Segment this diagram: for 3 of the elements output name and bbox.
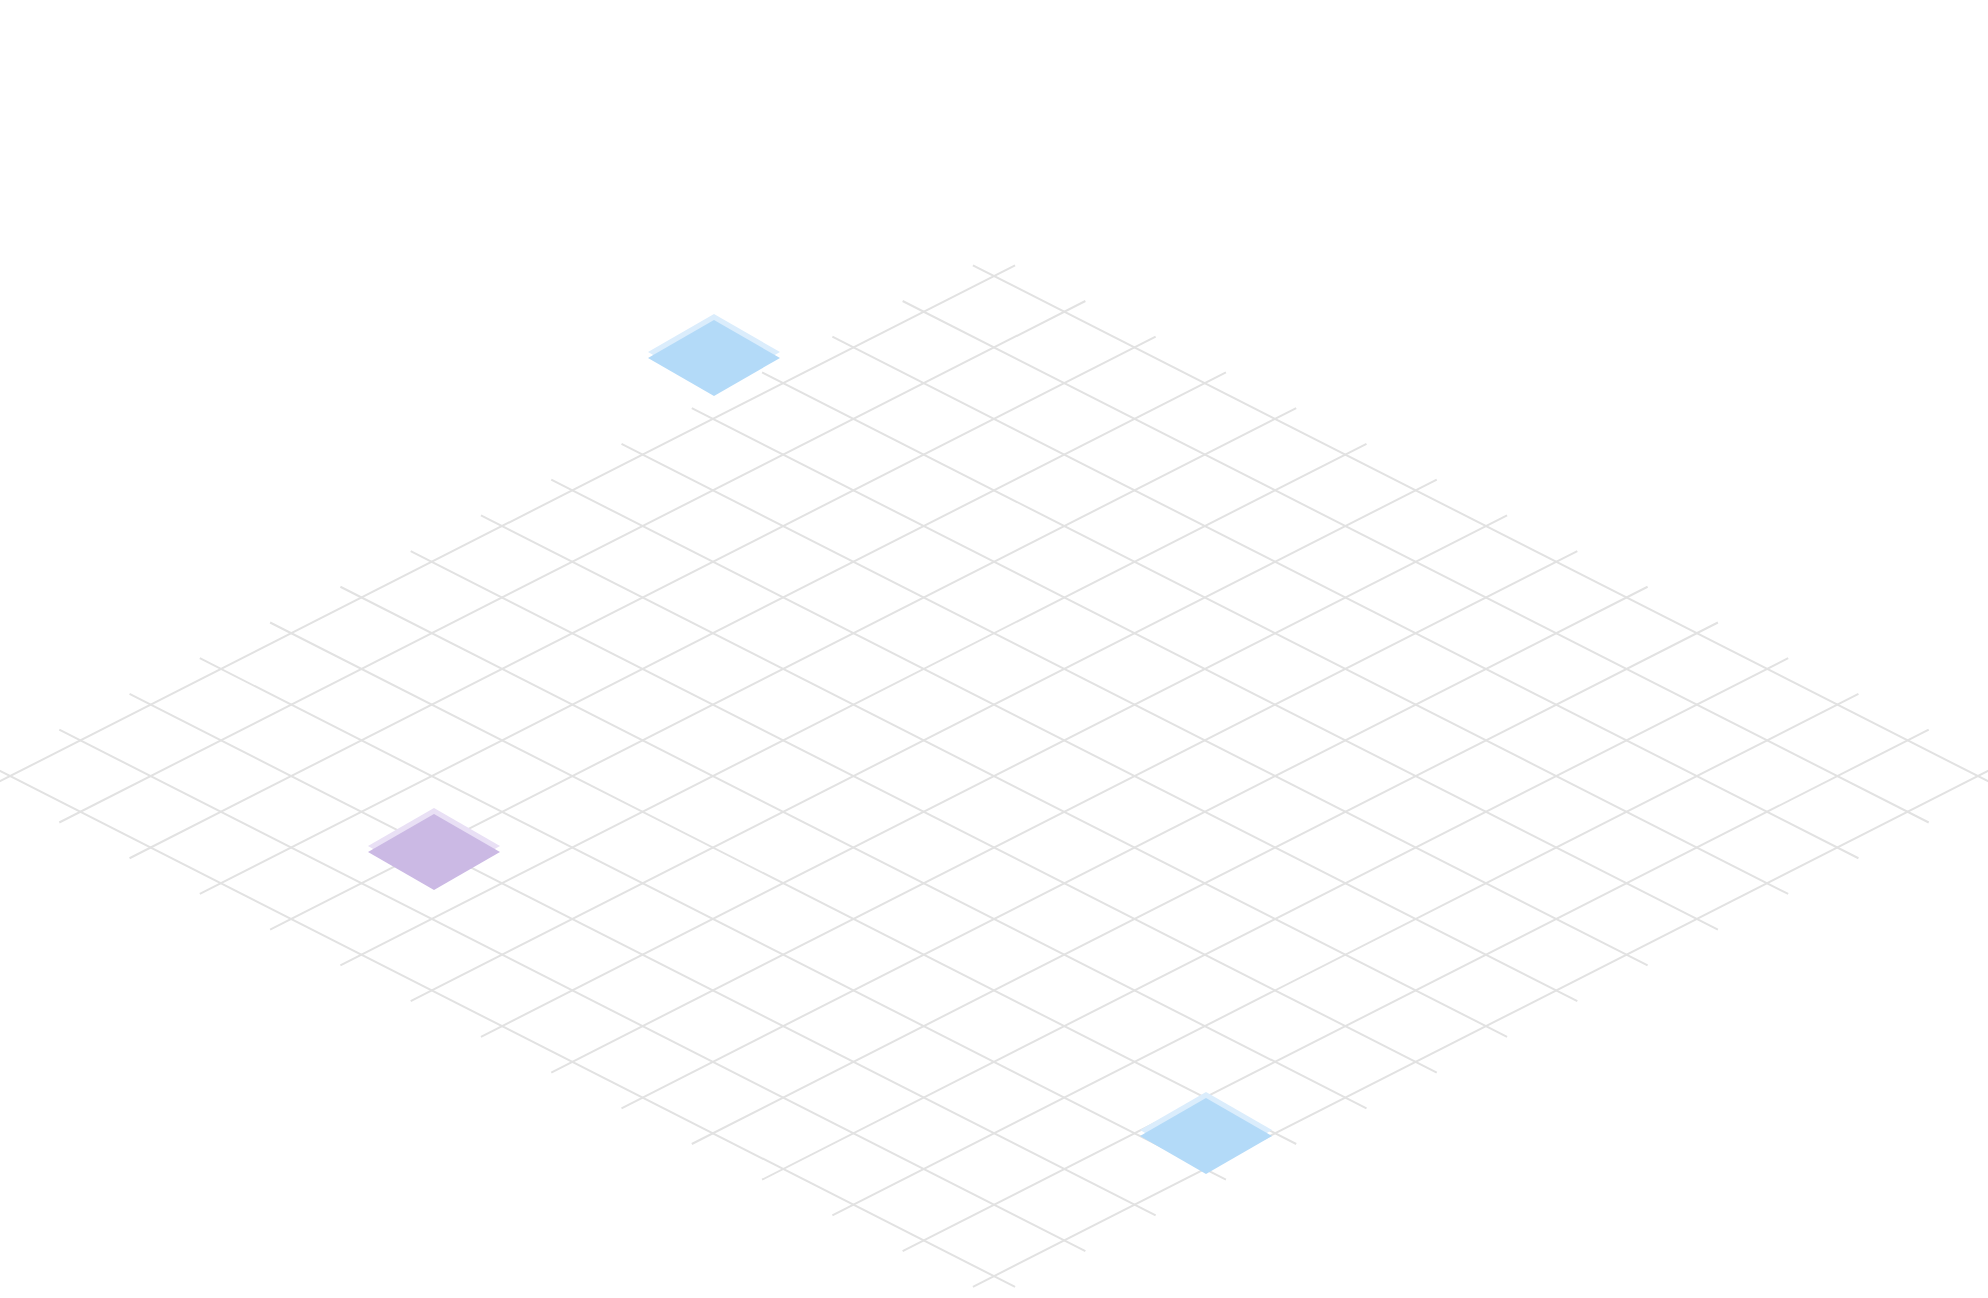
floor-tile [648,314,780,398]
floor-tile [368,808,500,892]
floor-tile [1140,1092,1272,1176]
